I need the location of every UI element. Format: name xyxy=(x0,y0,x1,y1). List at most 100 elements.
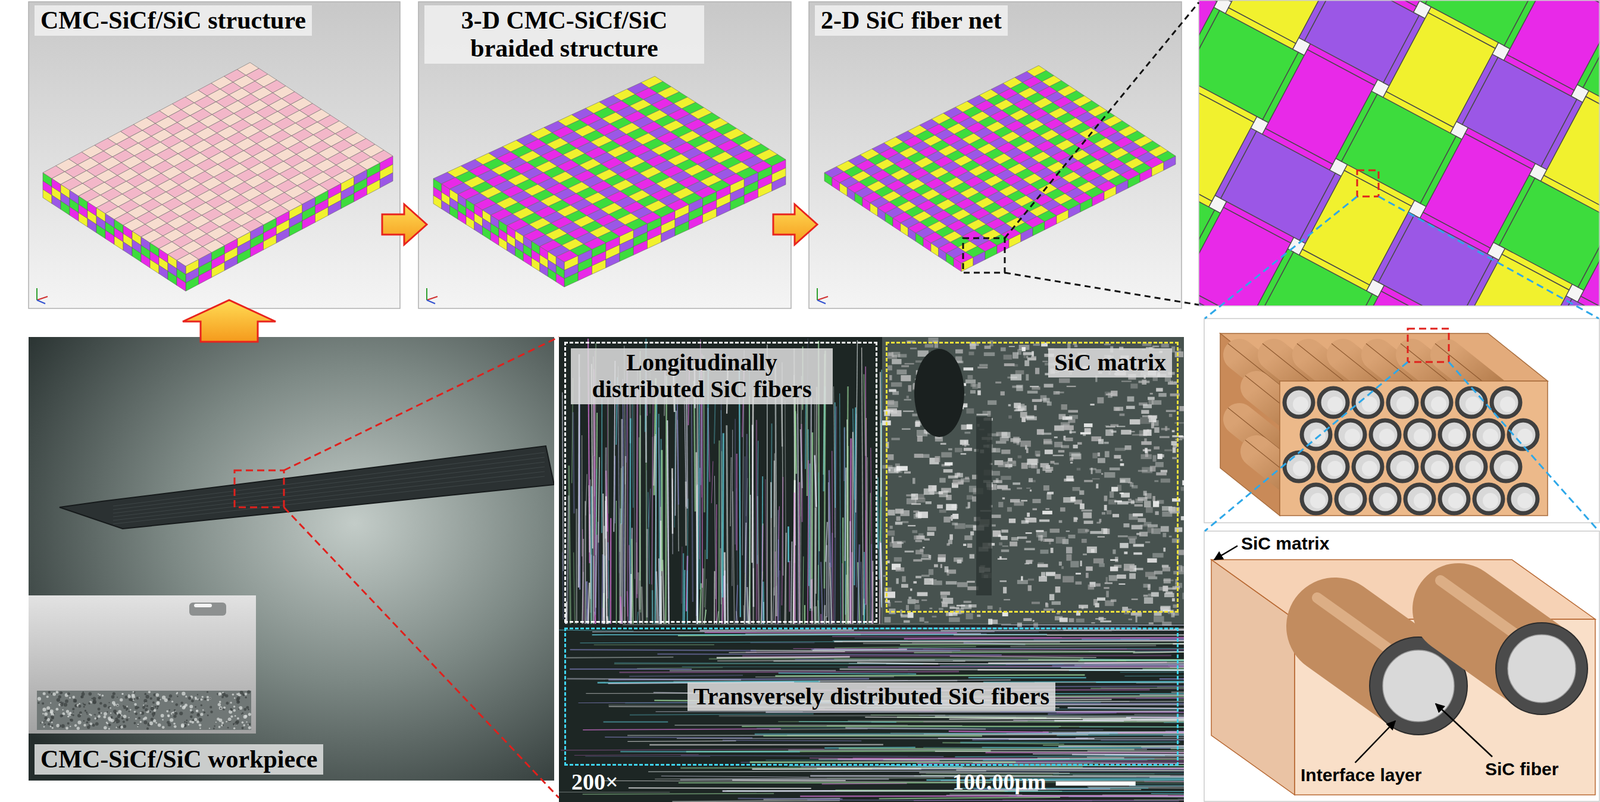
bar-texture xyxy=(113,461,545,514)
strip-texture xyxy=(230,708,233,711)
fiber-core xyxy=(1344,492,1361,509)
strip-texture xyxy=(111,695,115,699)
plate-side xyxy=(263,234,277,250)
strip-texture xyxy=(123,724,127,728)
fiber-streak xyxy=(700,583,702,624)
bar-texture xyxy=(113,466,545,517)
strip-texture xyxy=(213,725,216,727)
fiber-streak xyxy=(720,548,721,605)
fiber-streak xyxy=(704,549,706,608)
panel-border xyxy=(1204,530,1600,802)
axis-icon xyxy=(36,288,48,304)
axis-icon xyxy=(426,288,438,304)
strip-texture xyxy=(132,691,136,694)
strip-texture xyxy=(172,713,174,715)
fiber-streak xyxy=(755,419,758,620)
strip-texture xyxy=(185,721,188,724)
strip-texture xyxy=(120,714,123,716)
strip-texture xyxy=(100,711,103,714)
strip-texture xyxy=(46,695,49,698)
strip-texture xyxy=(41,701,45,705)
fiber-streak xyxy=(610,517,612,624)
strip-texture xyxy=(77,720,81,724)
strip-texture xyxy=(188,696,192,700)
strip-texture xyxy=(102,703,107,708)
strip-texture xyxy=(219,700,222,703)
strip-texture xyxy=(148,690,151,693)
fiber-end xyxy=(1301,420,1331,449)
strip-texture xyxy=(218,725,221,728)
plate-side xyxy=(167,270,177,286)
fiber-streak xyxy=(722,432,724,598)
strip-texture xyxy=(191,699,195,703)
fiber-streak xyxy=(604,500,606,624)
fiber-streak xyxy=(682,552,684,624)
strip-texture xyxy=(136,723,139,726)
fiber-core xyxy=(1413,428,1430,445)
strip-texture xyxy=(179,711,183,715)
plate-side xyxy=(150,259,159,274)
fiber-streak xyxy=(877,477,880,580)
plate-side xyxy=(716,201,731,217)
strip-texture xyxy=(84,709,87,712)
strip-texture xyxy=(161,725,165,729)
fiber-streak xyxy=(588,485,590,553)
strip-texture xyxy=(106,722,109,725)
strip-texture xyxy=(230,701,233,704)
plate-side xyxy=(474,221,483,236)
fiber-streak xyxy=(855,339,858,512)
strip-texture xyxy=(61,708,64,711)
strip-texture xyxy=(55,707,59,711)
fiber-streak xyxy=(800,429,803,489)
fiber-core xyxy=(1448,428,1464,445)
strip-texture xyxy=(80,695,83,698)
fiber-streak xyxy=(592,555,595,624)
strip-texture xyxy=(223,705,226,709)
plate-side xyxy=(176,276,186,292)
plate-side xyxy=(141,253,150,268)
strip-texture xyxy=(132,691,135,693)
fiber-core xyxy=(1430,460,1447,477)
fiber-streak xyxy=(787,526,790,562)
strip-texture xyxy=(198,698,200,701)
plate-cell xyxy=(370,150,393,163)
strip-texture xyxy=(248,722,251,725)
fiber-streak xyxy=(745,433,748,624)
strip-texture xyxy=(233,705,236,708)
fiber-streak xyxy=(861,561,862,624)
strip-texture xyxy=(37,701,40,704)
strip-texture xyxy=(181,691,186,696)
strip-texture xyxy=(94,717,97,720)
workpiece-photo-image xyxy=(28,336,555,781)
strip-texture xyxy=(128,716,130,718)
fiber-end xyxy=(1336,420,1365,449)
fiber-streak xyxy=(762,581,765,624)
fiber-streak xyxy=(844,426,846,615)
strip-texture xyxy=(72,707,75,711)
strip-texture xyxy=(213,727,215,730)
fiber-core xyxy=(1396,396,1412,412)
strip-texture xyxy=(50,702,52,704)
strip-texture xyxy=(245,696,248,699)
strip-texture xyxy=(120,725,124,729)
fiber-streak xyxy=(683,569,686,624)
fiber-streak xyxy=(581,435,583,556)
fiber-core xyxy=(1344,428,1361,445)
fiber-streak xyxy=(675,410,676,517)
strip-texture xyxy=(122,720,125,723)
strip-texture xyxy=(238,707,240,710)
fiber-streak xyxy=(633,389,636,579)
fiber-streak xyxy=(802,556,804,624)
strip-texture xyxy=(97,693,99,695)
fiber-streak xyxy=(832,450,834,624)
strip-texture xyxy=(201,695,203,698)
plate-side xyxy=(539,263,549,277)
panel-background xyxy=(28,1,400,309)
axis-y xyxy=(816,288,818,300)
strip-texture xyxy=(194,705,197,708)
strip-texture xyxy=(227,717,232,721)
strip-texture xyxy=(58,695,62,699)
fiber-streak xyxy=(656,571,659,624)
weave xyxy=(1198,0,1600,306)
interface-ring xyxy=(1495,622,1588,715)
